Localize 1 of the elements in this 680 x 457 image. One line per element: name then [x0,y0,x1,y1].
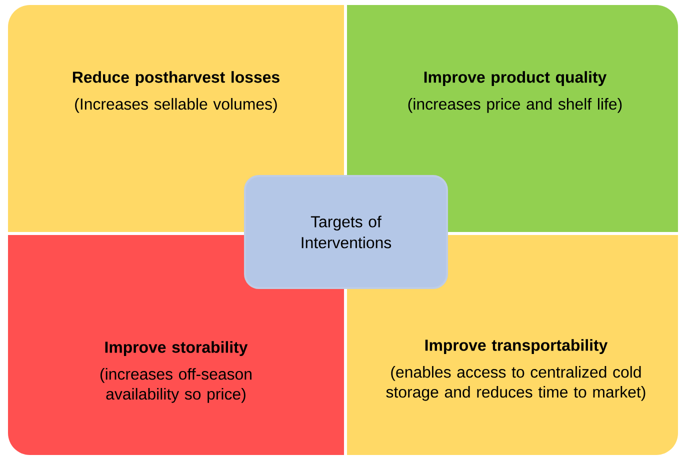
centre-box: Targets of Interventions [244,175,448,289]
